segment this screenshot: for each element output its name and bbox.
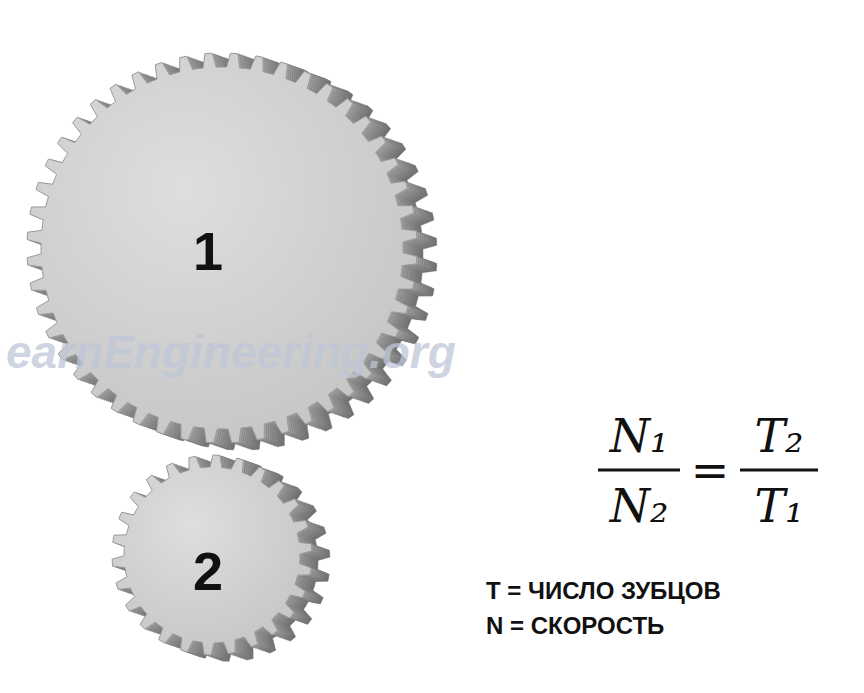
formula-term: T₁ — [754, 481, 803, 532]
watermark: earnEngineering.org — [6, 327, 456, 378]
formula-operator: = — [691, 445, 730, 496]
callout-number: 2 — [193, 542, 223, 601]
large-gear — [27, 53, 437, 450]
formula-term: N₁ — [610, 411, 669, 462]
formula-term: T₂ — [754, 411, 803, 462]
formula-term: N₂ — [610, 481, 669, 532]
small-gear — [112, 455, 330, 661]
gear-face — [112, 455, 312, 655]
fraction-bar — [740, 469, 818, 472]
legend-note: N = СКОРОСТЬ — [486, 613, 664, 639]
callout-number: 1 — [193, 222, 223, 281]
gear-face — [27, 53, 417, 443]
legend-note: T = ЧИСЛО ЗУБЦОВ — [486, 578, 721, 604]
fraction-bar — [598, 469, 680, 472]
